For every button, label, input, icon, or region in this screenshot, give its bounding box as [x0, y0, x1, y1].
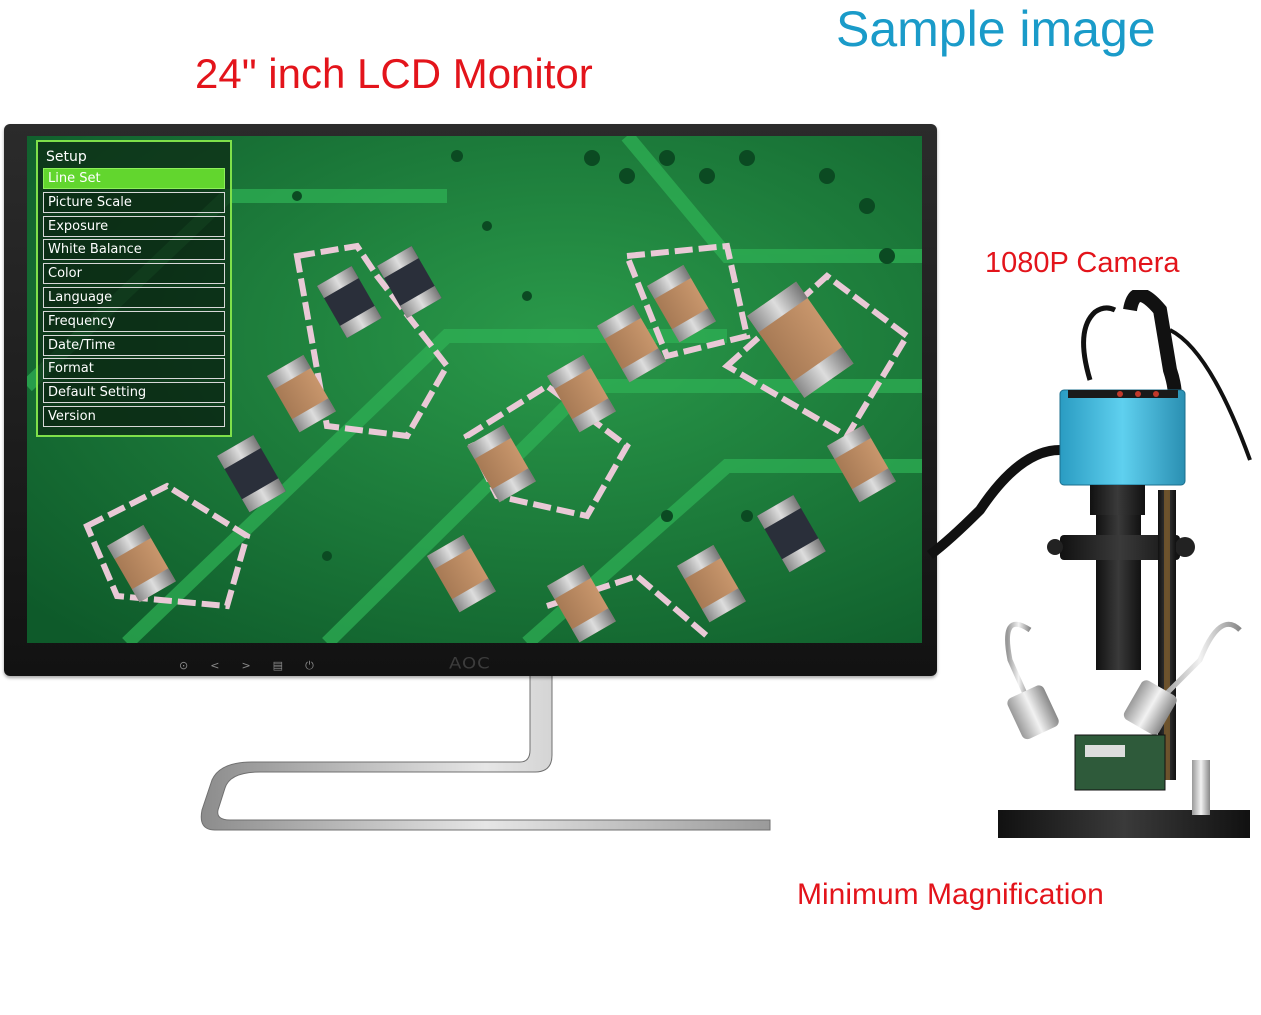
- osd-item-date-time[interactable]: Date/Time: [43, 334, 225, 356]
- camera-caption: 1080P Camera: [985, 247, 1180, 279]
- menu-icon[interactable]: ▤: [272, 658, 284, 672]
- osd-item-version[interactable]: Version: [43, 405, 225, 427]
- osd-setup-menu: Setup Line Set Picture Scale Exposure Wh…: [36, 140, 232, 437]
- osd-item-default-setting[interactable]: Default Setting: [43, 382, 225, 404]
- osd-item-language[interactable]: Language: [43, 286, 225, 308]
- lcd-monitor: Setup Line Set Picture Scale Exposure Wh…: [4, 124, 937, 676]
- monitor-screen: Setup Line Set Picture Scale Exposure Wh…: [27, 136, 922, 643]
- monitor-bezel-controls: ⊙ < > ▤ ⏻: [179, 658, 329, 672]
- osd-menu-title: Setup: [46, 149, 87, 165]
- osd-item-line-set[interactable]: Line Set: [43, 168, 225, 189]
- source-icon[interactable]: ⊙: [179, 658, 189, 672]
- osd-item-white-balance[interactable]: White Balance: [43, 239, 225, 261]
- osd-item-picture-scale[interactable]: Picture Scale: [43, 191, 225, 213]
- magnification-caption: Minimum Magnification: [797, 878, 1104, 911]
- osd-item-exposure[interactable]: Exposure: [43, 215, 225, 237]
- camera-microscope-rig: [926, 290, 1252, 838]
- power-icon[interactable]: ⏻: [305, 658, 314, 672]
- sample-image-caption: Sample image: [836, 1, 1156, 57]
- monitor-caption: 24" inch LCD Monitor: [195, 50, 593, 97]
- brand-logo: AOC: [449, 654, 491, 673]
- osd-item-format[interactable]: Format: [43, 358, 225, 380]
- chevron-right-icon[interactable]: >: [241, 658, 251, 672]
- chevron-left-icon[interactable]: <: [210, 658, 220, 672]
- osd-item-color[interactable]: Color: [43, 263, 225, 285]
- monitor-stand: [200, 674, 771, 831]
- osd-item-frequency[interactable]: Frequency: [43, 310, 225, 332]
